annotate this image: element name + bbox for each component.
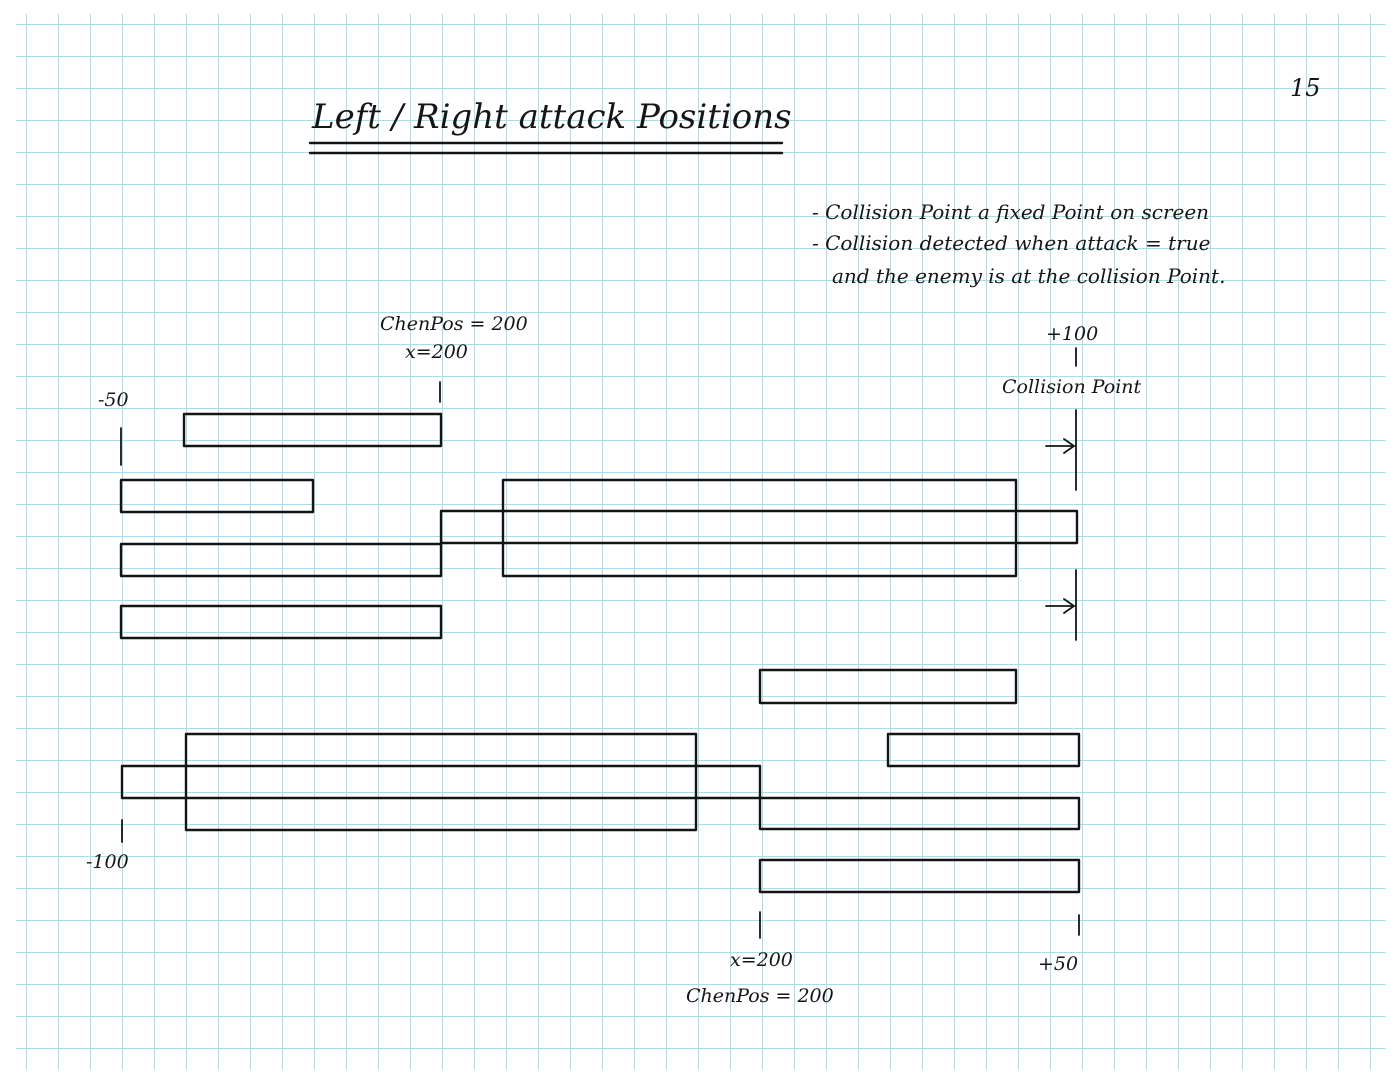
top-left-marker: -50 (98, 389, 129, 411)
bottom-frame-6 (184, 732, 698, 832)
collision-arrow-upper (1045, 438, 1076, 454)
bottom-frame-5 (120, 764, 762, 800)
bottom-frame-1 (758, 668, 1018, 705)
top-frame-4 (119, 604, 443, 640)
collision-arrow-lower (1045, 598, 1076, 614)
top-frame-1 (182, 412, 443, 448)
top-frame-5 (439, 509, 1079, 545)
collision-point-label: Collision Point (1002, 376, 1142, 398)
sketch-title: Left / Right attack Positions (311, 97, 792, 137)
bottom-right-marker: +50 (1038, 953, 1078, 975)
bottom-x-label: x=200 (730, 949, 793, 971)
note-line-3: and the enemy is at the collision Point. (832, 264, 1225, 288)
bottom-champ-pos-label: ChenPos = 200 (686, 985, 834, 1007)
top-frame-6 (501, 478, 1018, 578)
top-right-marker: +100 (1046, 323, 1098, 345)
top-frame-2 (119, 478, 315, 514)
note-line-2: - Collision detected when attack = true (812, 231, 1210, 255)
bottom-frame-2 (886, 732, 1081, 768)
top-frame-3 (119, 542, 443, 578)
top-champ-pos-label: ChenPos = 200 (380, 313, 528, 335)
bottom-frame-4 (758, 858, 1081, 894)
bottom-frame-3 (758, 796, 1081, 831)
note-line-1: - Collision Point a fixed Point on scree… (812, 200, 1209, 224)
top-x-label: x=200 (405, 341, 468, 363)
bottom-left-marker: -100 (86, 851, 129, 873)
page-number: 15 (1290, 74, 1321, 102)
